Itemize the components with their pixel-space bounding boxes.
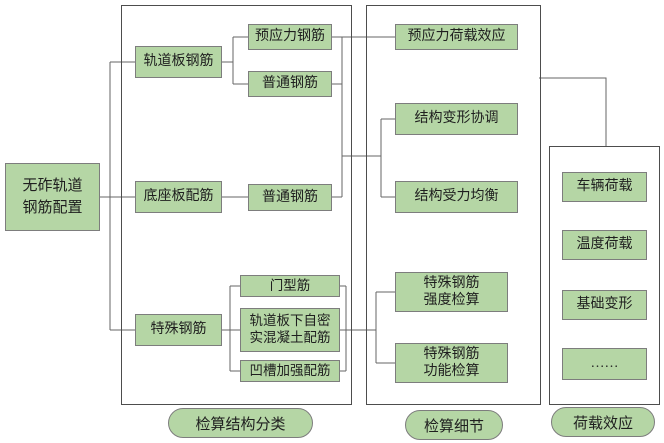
node-gate-shaped-rebar: 门型筋: [240, 275, 340, 297]
connector-special-bracket: [222, 285, 240, 372]
node-temperature-load: 温度荷载: [562, 230, 647, 260]
node-track-plate-rebar: 轨道板钢筋: [135, 46, 222, 78]
node-vehicle-load: 车辆荷载: [562, 172, 647, 202]
node-special-rebar-strength-check: 特殊钢筋 强度检算: [395, 272, 508, 312]
caption-structure-classification: 检算结构分类: [168, 408, 313, 438]
connector-special-collector: [340, 285, 395, 372]
group-load-effects: [549, 146, 660, 405]
node-base-plate-rebar: 底座板配筋: [135, 181, 222, 213]
node-prestressed-rebar: 预应力钢筋: [248, 24, 332, 50]
node-ellipsis-more-loads: ……: [562, 348, 647, 380]
node-special-rebar: 特殊钢筋: [135, 314, 222, 346]
connector-detail-to-load: [539, 77, 607, 147]
node-ordinary-rebar-top: 普通钢筋: [248, 71, 332, 97]
group-check-details: [366, 5, 541, 405]
node-structure-deformation-coordination: 结构变形协调: [395, 103, 518, 135]
node-prestress-load-effect: 预应力荷载效应: [395, 24, 518, 50]
connector-structure-collector: [332, 37, 395, 198]
node-structure-force-balance: 结构受力均衡: [395, 181, 518, 213]
connector-root-trunk: [100, 61, 135, 331]
caption-check-details: 检算细节: [405, 410, 503, 440]
group-structure-classification: [121, 5, 352, 405]
node-groove-strengthen-rebar: 凹槽加强配筋: [240, 360, 340, 382]
node-ordinary-rebar-bottom: 普通钢筋: [248, 184, 332, 211]
node-self-compacting-concrete-rebar: 轨道板下自密 实混凝土配筋: [240, 308, 340, 352]
node-root: 无砟轨道 钢筋配置: [5, 163, 100, 231]
node-foundation-deformation: 基础变形: [562, 290, 647, 320]
connector-trackplate-bracket: [222, 36, 248, 85]
node-special-rebar-function-check: 特殊钢筋 功能检算: [395, 343, 508, 383]
caption-load-effects: 荷载效应: [551, 407, 655, 437]
